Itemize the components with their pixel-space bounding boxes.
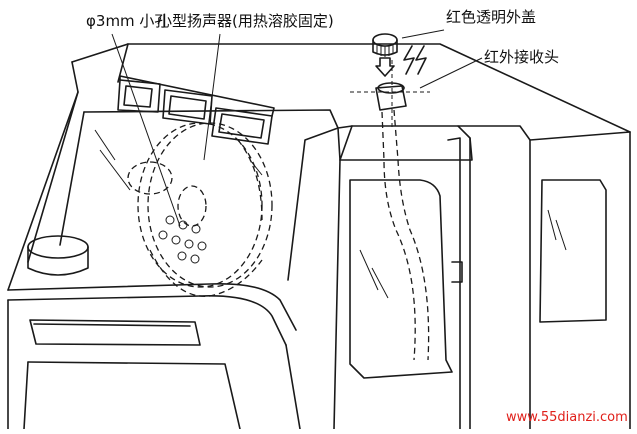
down-arrow-icon <box>375 57 395 77</box>
dashboard-knob <box>27 235 89 276</box>
center-pillar <box>333 125 473 430</box>
ir-signal-icon <box>403 45 427 75</box>
right-pillar <box>447 125 631 430</box>
label-red-cover: 红色透明外盖 <box>446 8 536 26</box>
label-speaker: 小型扬声器(用热溶胶固定) <box>157 12 334 30</box>
speaker-holes <box>158 215 207 264</box>
watermark: www.55dianzi.com <box>506 410 628 425</box>
dashboard <box>7 43 631 430</box>
leader-lines <box>111 29 483 227</box>
label-hole: φ3mm 小孔 <box>86 12 169 30</box>
speaker-hidden <box>127 122 273 297</box>
label-ir-receiver: 红外接收头 <box>484 48 559 66</box>
red-cover-cap <box>372 33 398 57</box>
ir-receiver <box>350 60 430 361</box>
